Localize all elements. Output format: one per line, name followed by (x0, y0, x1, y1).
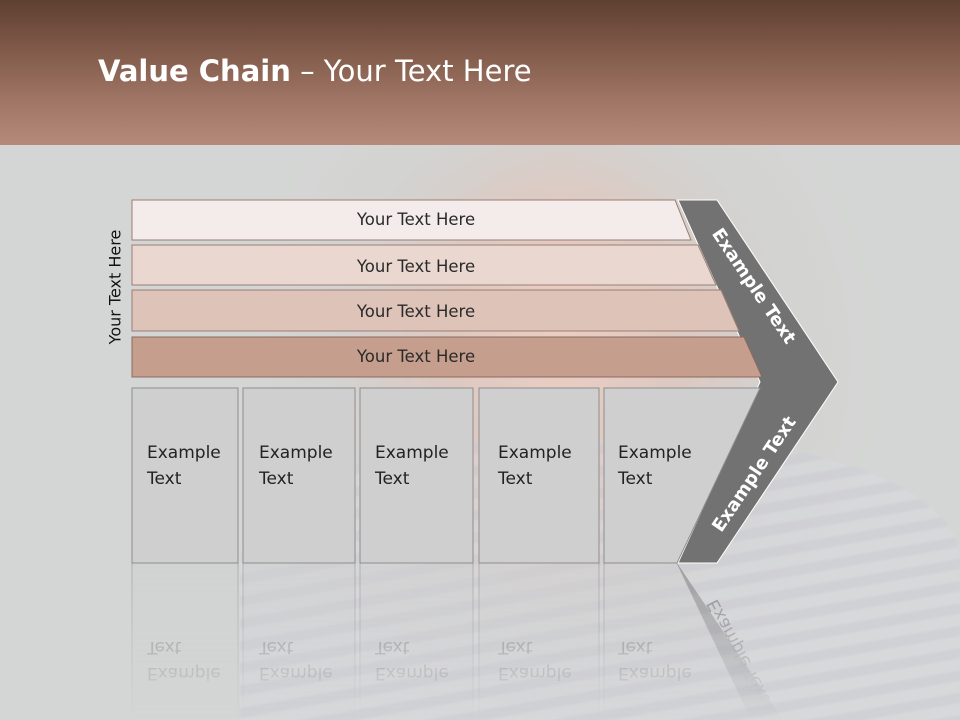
support-bar-1[interactable] (131, 199, 692, 241)
activity-cell-3-line1: Example (375, 443, 449, 463)
activity-cell-1-line2: Text (146, 469, 182, 489)
reflection-cell-2-line1: Example (259, 663, 333, 683)
reflection-cell-1-line1: Example (147, 663, 221, 683)
activity-cell-4-line2: Text (497, 469, 533, 489)
activity-cell-1-line1: Example (147, 443, 221, 463)
reflection-cell-2-line2: Text (258, 637, 294, 657)
activity-cell-4[interactable] (478, 387, 600, 564)
reflection-cell-3-line2: Text (374, 637, 410, 657)
activity-cell-4-line1: Example (498, 443, 572, 463)
support-bar-1-label: Your Text Here (356, 210, 475, 229)
activity-cell-5-line1: Example (618, 443, 692, 463)
activity-cell-3-line2: Text (374, 469, 410, 489)
activity-cell-2-line1: Example (259, 443, 333, 463)
reflection-cell-4-line1: Example (498, 663, 572, 683)
support-bar-4[interactable] (131, 336, 763, 378)
reflection-cell-5-line2: Text (617, 637, 653, 657)
support-bar-2-label: Your Text Here (356, 257, 475, 276)
reflection-cell-1-line2: Text (146, 637, 182, 657)
slide-title[interactable]: Value Chain – Your Text Here (98, 54, 532, 88)
diagram-reflection: Example Text Example Text Example Text E… (131, 562, 783, 720)
reflection-cell-4-line2: Text (497, 637, 533, 657)
activity-cell-2-line2: Text (258, 469, 294, 489)
reflection-cell-3-line1: Example (375, 663, 449, 683)
support-bar-2[interactable] (131, 244, 717, 286)
activity-cell-2[interactable] (242, 387, 356, 564)
slide-title-bold: Value Chain (98, 54, 291, 88)
title-bar: Value Chain – Your Text Here (0, 0, 960, 145)
activity-cell-1[interactable] (131, 387, 239, 564)
support-bar-3[interactable] (131, 289, 740, 332)
activity-cell-5-line2: Text (617, 469, 653, 489)
support-bar-3-label: Your Text Here (356, 302, 475, 321)
activity-cell-5[interactable] (603, 387, 761, 564)
reflection-cell-5-line1: Example (618, 663, 692, 683)
support-bar-4-label: Your Text Here (356, 347, 475, 366)
chevron-arrow[interactable] (677, 199, 839, 564)
activity-cell-3[interactable] (359, 387, 474, 564)
slide-title-rest: – Your Text Here (290, 54, 532, 88)
